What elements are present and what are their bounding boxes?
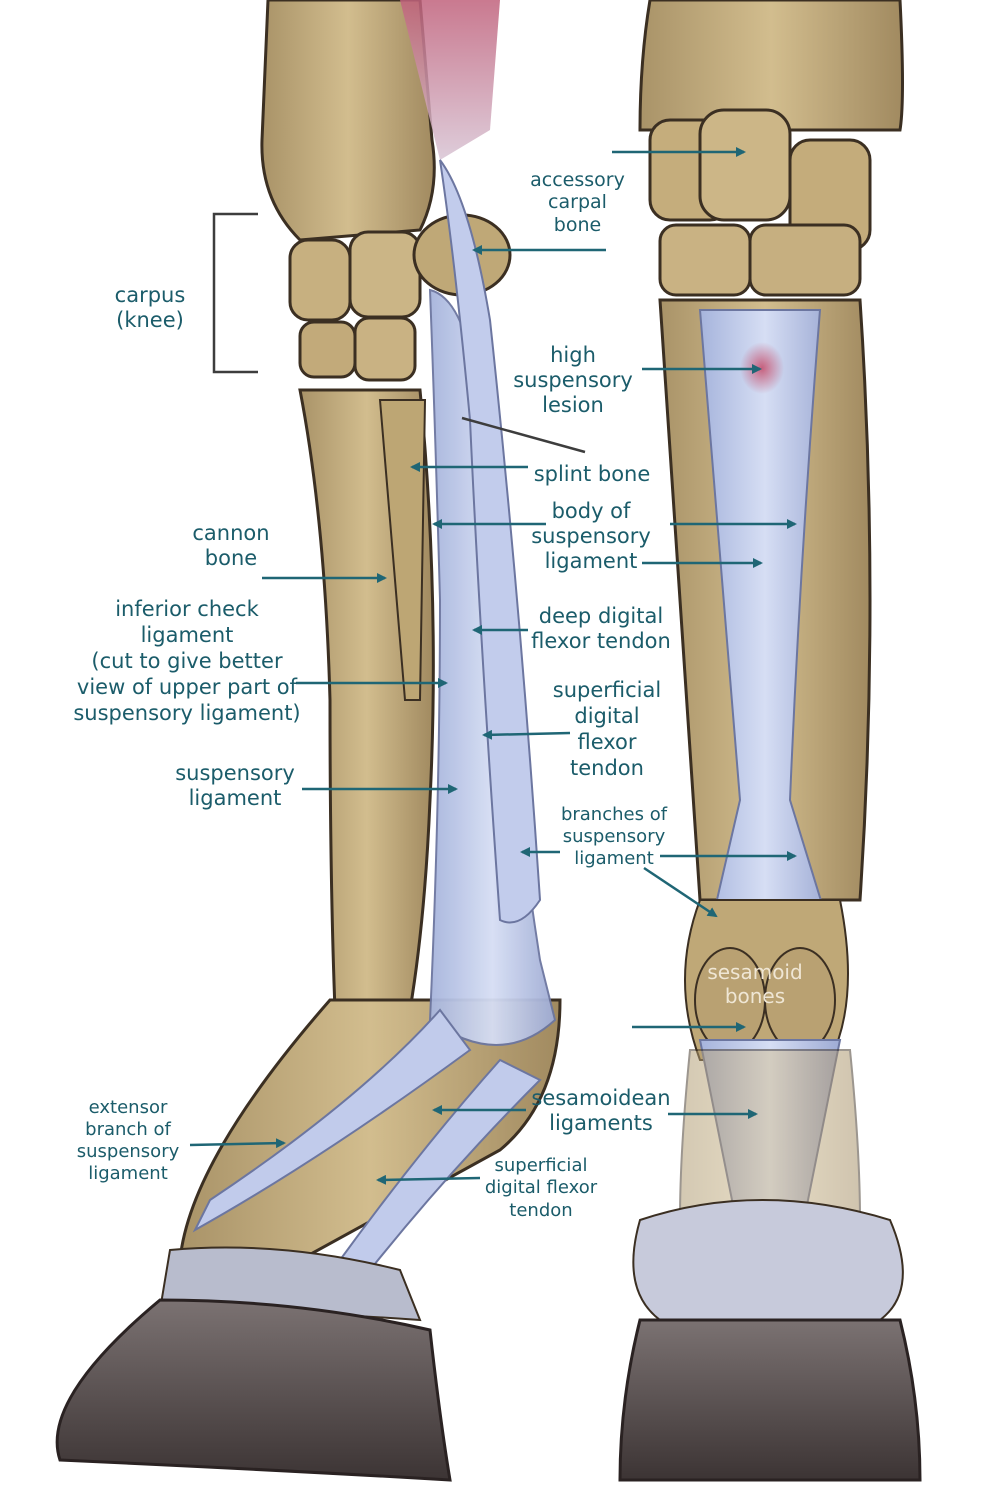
label-suspensory-ligament: suspensory ligament xyxy=(175,761,295,810)
left-leg-lateral-view xyxy=(55,0,562,1482)
pastern-right xyxy=(678,1049,862,1221)
label-cannon-bone: cannon bone xyxy=(192,521,270,570)
splint-bone-pointer xyxy=(461,416,586,454)
label-branches-of-suspensory-ligament: branches of suspensory ligament xyxy=(560,804,668,869)
label-high-suspensory-lesion: high suspensory lesion xyxy=(513,343,633,417)
label-deep-digital-flexor-tendon: deep digital flexor tendon xyxy=(531,604,671,653)
high-suspensory-lesion-shape xyxy=(740,342,784,394)
hoof-left xyxy=(55,1298,452,1482)
label-carpus-knee: carpus (knee) xyxy=(114,283,186,332)
label-sesamoid-bones: sesamoid bones xyxy=(707,960,803,1008)
label-inferior-check-ligament: inferior check ligament (cut to give bet… xyxy=(73,597,301,726)
flexor-tendon-shape-left xyxy=(439,159,542,924)
label-accessory-carpal-bone: accessory carpal bone xyxy=(530,169,625,236)
right-leg-rear-view xyxy=(618,0,922,1482)
label-superficial-digital-flexor-tendon-lower: superficial digital flexor tendon xyxy=(484,1155,598,1221)
annotation-arrows xyxy=(189,147,797,1185)
arrow-sdf-upper xyxy=(482,729,571,740)
hoof-right xyxy=(618,1318,922,1482)
flexor-muscle xyxy=(400,0,500,160)
radius-bone xyxy=(260,0,436,242)
arrow-branches-down xyxy=(643,866,718,918)
arrow-extensor-branch xyxy=(189,1138,286,1149)
carpus-bracket xyxy=(212,212,258,374)
extensor-branch-shape xyxy=(192,1008,472,1233)
radius-bone-right xyxy=(638,0,904,132)
arrow-sdf-lower xyxy=(376,1174,481,1185)
label-extensor-branch-of-suspensory-ligament: extensor branch of suspensory ligament xyxy=(76,1097,180,1184)
splint-bone-shape xyxy=(378,399,427,701)
coronary-band-right xyxy=(632,1199,904,1321)
label-splint-bone: splint bone xyxy=(533,462,651,486)
carpal-bones xyxy=(288,230,422,382)
carpal-bones-right xyxy=(648,108,872,297)
label-body-of-suspensory-ligament: body of suspensory ligament xyxy=(531,499,651,573)
label-superficial-digital-flexor-tendon-upper: superficial digital flexor tendon xyxy=(552,678,662,781)
label-sesamoidean-ligaments: sesamoidean ligaments xyxy=(531,1086,671,1135)
